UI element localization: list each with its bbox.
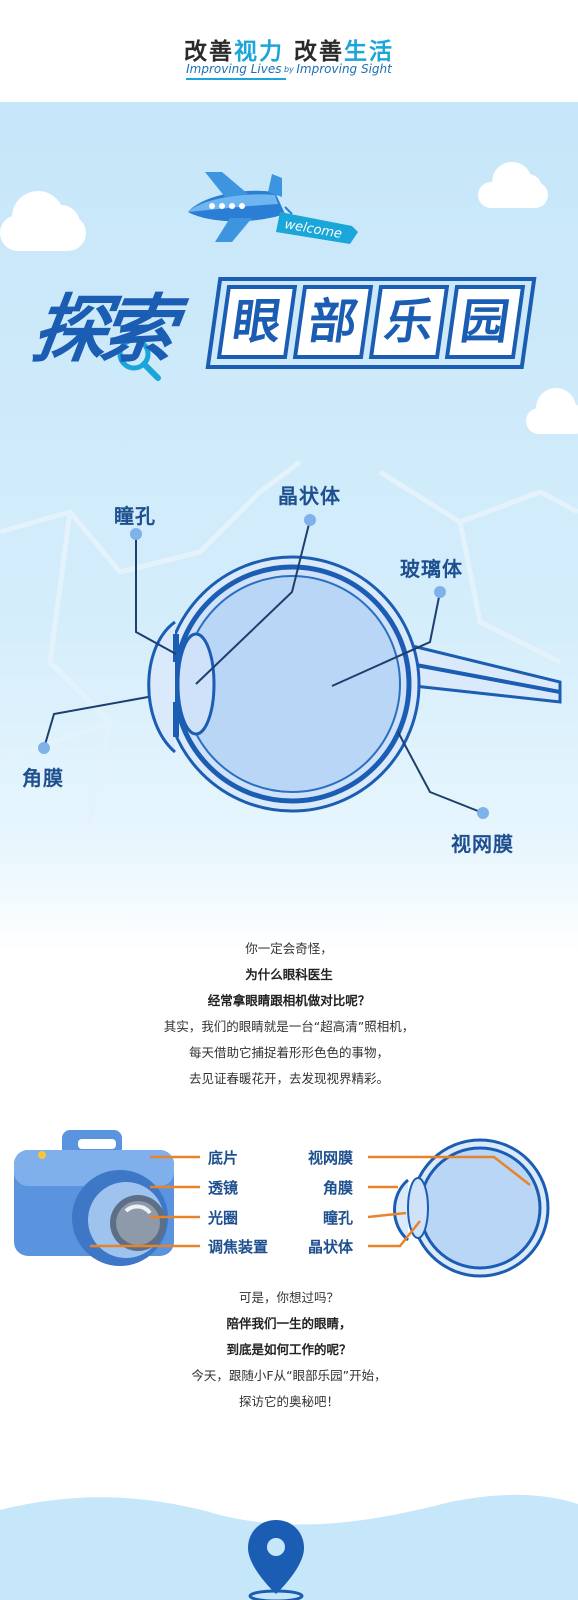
cloud-icon: [478, 162, 548, 208]
label-vitreous: 玻璃体: [400, 557, 463, 581]
camera-label-film: 底片: [208, 1149, 239, 1167]
eye-label-lens: 晶状体: [308, 1238, 354, 1256]
outro-line: 可是，你想过吗？: [238, 1290, 339, 1305]
intro-line: 经常拿眼睛跟相机做对比呢？: [207, 993, 371, 1008]
slogan-en-by: by: [281, 65, 297, 74]
eyeball-small-icon: [393, 1138, 550, 1278]
header: 改善视力 改善生活 Improving Lives by Improving S…: [0, 0, 578, 102]
slogan-english: Improving Lives by Improving Sight: [0, 62, 578, 76]
camera-label-lens: 透镜: [208, 1179, 239, 1197]
airplane-icon: [188, 172, 293, 242]
eye-diagram-illustration: welcome: [0, 172, 578, 823]
eyeball-icon: [38, 514, 562, 819]
cloud-icon: [526, 388, 578, 434]
label-cornea: 角膜: [22, 766, 64, 790]
magnifier-icon: [117, 337, 161, 381]
background-lines: [0, 460, 578, 823]
intro-line: 每天借助它捕捉着形形色色的事物，: [188, 1045, 389, 1060]
camera-icon: [14, 1130, 174, 1266]
title-char-box: 园: [444, 285, 526, 359]
outro-line: 陪伴我们一生的眼睛，: [226, 1316, 352, 1331]
camera-label-focus: 调焦装置: [208, 1238, 269, 1256]
eye-label-pupil: 瞳孔: [323, 1209, 354, 1227]
location-pin-icon: [248, 1520, 304, 1600]
outro-line: 探访它的奥秘吧！: [238, 1394, 339, 1409]
intro-line: 你一定会奇怪，: [245, 941, 333, 956]
slogan-part: 改善: [283, 39, 344, 65]
camera-pointer-lines: [90, 1155, 200, 1248]
outro-line: 今天，跟随小F从“眼部乐园”开始，: [191, 1368, 387, 1383]
slogan-highlight: 生活: [344, 39, 394, 65]
slogan-en-part: Improving Sight: [296, 62, 392, 76]
intro-line: 去见证春暖花开，去发现视界精彩。: [188, 1071, 389, 1086]
camera-label-aperture: 光圈: [208, 1209, 239, 1227]
label-pupil: 瞳孔: [114, 504, 156, 528]
title-char-box: 部: [292, 285, 374, 359]
slogan-underline: [186, 78, 286, 80]
outro-line: 到底是如何工作的呢？: [226, 1342, 352, 1357]
slogan-chinese: 改善视力 改善生活: [0, 32, 578, 66]
label-retina: 视网膜: [451, 832, 514, 856]
slogan-highlight: 视力: [233, 39, 284, 65]
eye-pointer-lines: [367, 1155, 531, 1248]
label-lens: 晶状体: [278, 484, 341, 508]
eye-label-cornea: 角膜: [323, 1179, 354, 1197]
title-char-box: 乐: [368, 285, 450, 359]
bottom-wave: [0, 1494, 578, 1600]
title-char-box: 眼: [216, 285, 298, 359]
camera-eye-comparison: [14, 1130, 550, 1278]
slogan-en-part: Improving Lives: [186, 62, 282, 76]
title-explore: 探索: [27, 287, 176, 373]
eye-label-retina: 视网膜: [308, 1149, 354, 1167]
cloud-icon: [0, 191, 86, 251]
welcome-banner: welcome: [276, 212, 358, 244]
intro-line: 为什么眼科医生: [245, 967, 333, 982]
intro-line: 其实，我们的眼睛就是一台“超高清”照相机，: [163, 1019, 415, 1034]
slogan-part: 改善: [183, 39, 234, 65]
